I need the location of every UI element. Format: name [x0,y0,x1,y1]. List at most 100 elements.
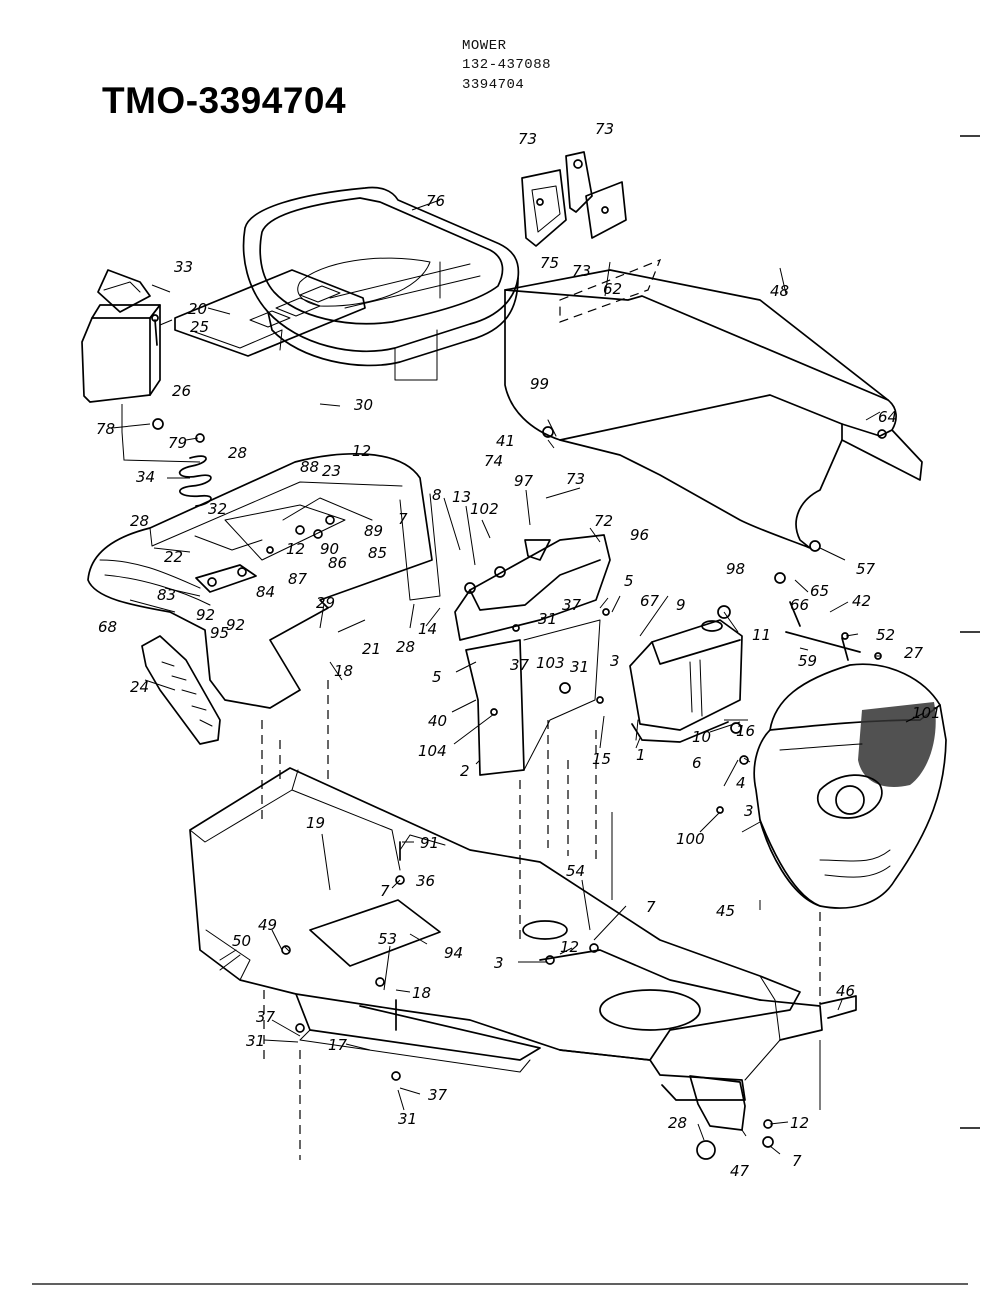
callout-18: 18 [412,984,431,1002]
callout-104: 104 [418,742,447,760]
callout-6: 6 [692,754,702,772]
leader-lines [111,199,925,1155]
callout-103: 103 [536,654,565,672]
callout-65: 65 [810,582,829,600]
dash-console [454,534,611,776]
callout-25: 25 [190,318,209,336]
callout-31: 31 [398,1110,417,1128]
callout-15: 15 [592,750,611,768]
callout-3: 3 [494,954,504,972]
callout-36: 36 [416,872,435,890]
callout-32: 32 [208,500,227,518]
callout-49: 49 [258,916,277,934]
alignment-lines [261,680,821,1160]
callout-45: 45 [716,902,735,920]
callout-20: 20 [188,300,207,318]
callout-89: 89 [364,522,383,540]
callout-64: 64 [878,408,897,426]
callout-1: 1 [636,746,646,764]
callout-28: 28 [130,512,149,530]
callout-7: 7 [646,898,656,916]
callout-7: 7 [792,1152,802,1170]
callout-29: 29 [316,594,335,612]
callout-37: 37 [510,656,530,674]
callout-68: 68 [98,618,117,636]
callout-30: 30 [354,396,373,414]
callout-73: 73 [518,130,537,148]
callout-101: 101 [912,704,941,722]
callout-3: 3 [610,652,620,670]
callout-21: 21 [362,640,381,658]
callout-33: 33 [174,258,193,276]
callout-37: 37 [428,1086,448,1104]
callout-24: 24 [130,678,149,696]
callout-31: 31 [570,658,589,676]
callout-67: 67 [640,592,660,610]
callout-16: 16 [736,722,755,740]
callout-31: 31 [538,610,557,628]
callout-73: 73 [566,470,585,488]
callout-42: 42 [852,592,871,610]
callout-7: 7 [380,882,390,900]
callout-73: 73 [595,120,614,138]
callout-92: 92 [226,616,245,634]
callout-3: 3 [744,802,754,820]
callout-9: 9 [676,596,686,614]
callout-37: 37 [562,596,582,614]
hood [753,663,947,909]
callout-75: 75 [540,254,559,272]
callout-5: 5 [432,668,442,686]
callout-27: 27 [904,644,924,662]
callout-90: 90 [320,540,339,558]
callout-62: 62 [603,280,622,298]
callout-99: 99 [530,375,549,393]
callout-4: 4 [736,774,746,792]
battery-box [81,269,161,432]
callout-85: 85 [368,544,387,562]
callout-12: 12 [286,540,305,558]
callout-91: 91 [420,834,439,852]
rear-fender [87,452,441,709]
seat [242,186,520,381]
callout-7: 7 [398,510,408,528]
callout-14: 14 [418,620,437,638]
callout-74: 74 [484,452,503,470]
header-line-diagram-number: 3394704 [462,77,525,93]
header-line-model-number: 132-437088 [462,57,552,73]
callout-28: 28 [668,1114,687,1132]
callout-34: 34 [136,468,155,486]
callout-labels: 73 73 75 73 76 33 25 20 26 30 78 79 62 4… [96,120,941,1180]
callout-12: 12 [560,938,579,956]
callout-23: 23 [322,462,341,480]
callout-28: 28 [396,638,415,656]
callout-17: 17 [328,1036,348,1054]
callout-88: 88 [300,458,319,476]
callout-86: 86 [328,554,347,572]
callout-31: 31 [246,1032,265,1050]
height-adjust-plate [141,635,221,745]
callout-76: 76 [426,192,445,210]
document-title: TMO-3394704 [102,80,347,121]
callout-50: 50 [232,932,251,950]
seat-pan-bracket [174,269,366,357]
callout-52: 52 [876,626,895,644]
callout-26: 26 [172,382,191,400]
callout-97: 97 [514,472,534,490]
callout-37: 37 [256,1008,276,1026]
callout-11: 11 [752,626,771,644]
callout-18: 18 [334,662,353,680]
callout-84: 84 [256,583,275,601]
callout-2: 2 [460,762,470,780]
callout-100: 100 [676,830,705,848]
callout-53: 53 [378,930,397,948]
callout-59: 59 [798,652,817,670]
callout-12: 12 [352,442,371,460]
fasteners [281,572,882,1081]
callout-102: 102 [470,500,499,518]
main-frame [189,767,823,1101]
callout-79: 79 [168,434,187,452]
callout-92: 92 [196,606,215,624]
callout-54: 54 [566,862,585,880]
